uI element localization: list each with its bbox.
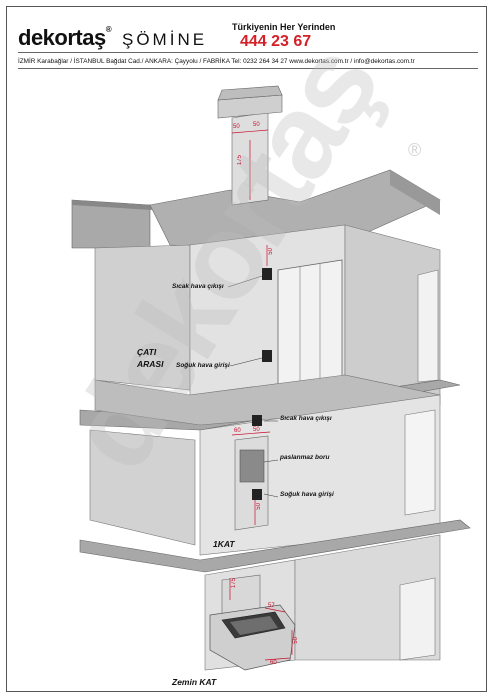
brand-subtitle: ŞÖMİNE <box>122 30 208 49</box>
dim-firebox-side: 50 <box>293 637 299 644</box>
watermark-reg-mark: ® <box>408 140 422 160</box>
dim-mid-vent-left: 60 <box>234 428 241 434</box>
header-divider <box>18 52 478 53</box>
dim-upper-vent: 50 <box>268 248 274 255</box>
label-steel-pipe: paslanmaz boru <box>280 454 330 461</box>
phone-number: 444 23 67 <box>240 33 312 50</box>
dim-firebox-width: 57 <box>268 603 275 609</box>
label-hot-air-out-top: Sıcak hava çıkışı <box>172 283 224 290</box>
label-hot-air-out-mid: Sıcak hava çıkışı <box>280 415 332 422</box>
slogan: Türkiyenin Her Yerinden <box>232 22 336 32</box>
dim-firebox-depth: 60 <box>270 660 277 666</box>
label-cold-air-in-top: Soğuk hava girişi <box>176 362 230 369</box>
dim-chimney-height: 175 <box>237 155 243 166</box>
dim-lower-vent: 50 <box>256 503 262 510</box>
dim-mid-vent-top: 50 <box>253 427 260 433</box>
dim-firebox-top: 175 <box>231 578 237 589</box>
address-divider <box>18 68 478 69</box>
address-line: İZMİR Karabağlar / İSTANBUL Bağdat Cad./… <box>18 58 415 65</box>
dim-chimney-right: 50 <box>253 122 260 128</box>
label-ground-floor: Zemin KAT <box>172 677 217 687</box>
label-attic: ÇATI ARASI <box>137 347 164 369</box>
brand-logo: dekortaş® <box>18 25 112 50</box>
page-frame <box>6 6 487 692</box>
label-first-floor: 1KAT <box>213 539 235 549</box>
dim-chimney-left: 50 <box>233 124 240 130</box>
label-cold-air-in-mid: Soğuk hava girişi <box>280 491 334 498</box>
